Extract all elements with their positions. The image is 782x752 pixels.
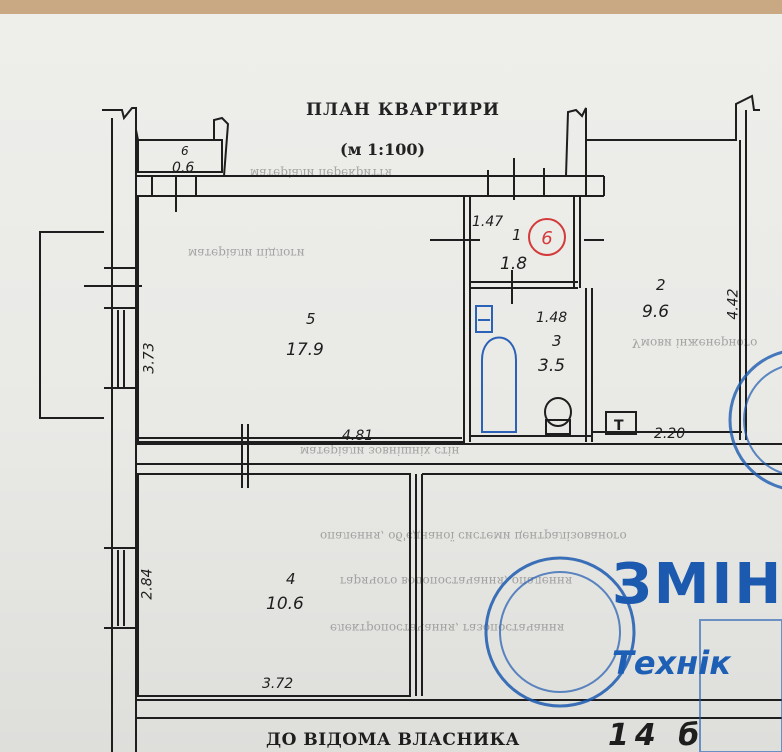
room-3-number: 3 (552, 332, 562, 350)
stamp-date: 14 б (608, 718, 706, 752)
room-6-number: 6 (181, 144, 189, 158)
plan-title: ПЛАН КВАРТИРИ (306, 100, 500, 120)
owner-notice-heading: ДО ВІДОМА ВЛАСНИКА (266, 730, 520, 750)
floor-plan-drawing: T (39, 94, 782, 752)
room-2-number: 2 (656, 276, 666, 294)
svg-text:T: T (614, 418, 624, 434)
room-3-area: 3.5 (538, 356, 566, 376)
room-marker-circle: 6 (528, 218, 566, 256)
room-4-area: 10.6 (266, 594, 304, 614)
room-4-number: 4 (286, 570, 296, 588)
room-1-area: 1.8 (500, 254, 528, 274)
room-5-area: 17.9 (286, 340, 324, 360)
room-2-area: 9.6 (642, 302, 670, 322)
dim-room5-width: 4.81 (342, 428, 374, 444)
dim-room2-width: 2.20 (654, 426, 686, 442)
room-5-number: 5 (306, 310, 316, 328)
room-1-number: 1 (512, 226, 522, 244)
room-6-area: 0.6 (172, 160, 195, 176)
dim-room3-width: 1.48 (536, 310, 568, 326)
official-seal (484, 350, 782, 752)
plan-scale: (м 1:100) (340, 140, 426, 159)
stamp-sub-text: Технік (612, 644, 731, 682)
dim-room1-width: 1.47 (472, 214, 504, 230)
stamp-main-text: ЗМІН (612, 552, 782, 617)
dim-room4-width: 3.72 (262, 676, 294, 692)
document-sheet: матеріали перекриття матеріали підлоги У… (0, 14, 782, 752)
